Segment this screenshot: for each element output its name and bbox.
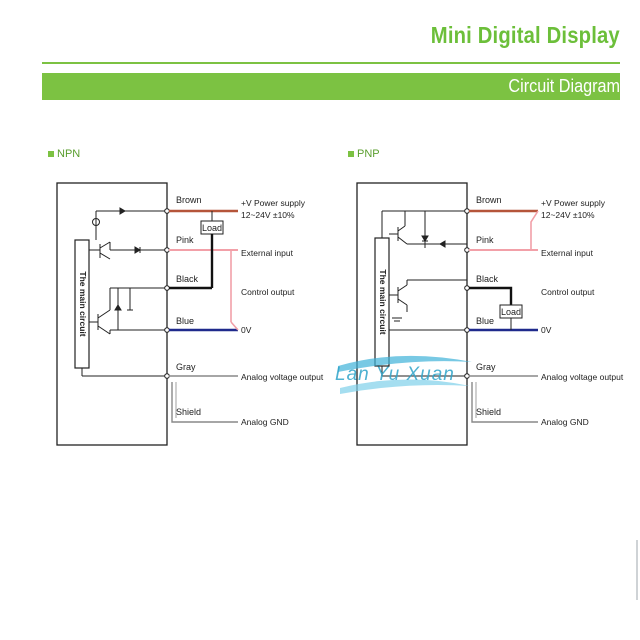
npn-internal-circuit — [81, 207, 167, 377]
npn-terminals — [164, 208, 170, 379]
npn-out-power: +V Power supply — [241, 198, 306, 208]
pnp-black-wire — [469, 286, 513, 305]
pnp-out-analog: Analog voltage output — [541, 372, 624, 382]
pnp-wire-blue: Blue — [476, 316, 494, 326]
watermark-text: Lan Yu Xuan — [335, 364, 455, 385]
npn-diagram: The main circuit — [56, 182, 324, 446]
pnp-device-box — [356, 182, 468, 446]
pnp-shield-wire — [471, 382, 538, 423]
pnp-wire-pink: Pink — [476, 235, 494, 245]
npn-out-analog: Analog voltage output — [241, 372, 324, 382]
pnp-label: PNP — [348, 148, 380, 160]
pnp-out-control: Control output — [541, 287, 595, 297]
npn-load-label: Load — [202, 223, 222, 233]
bullet-square-icon — [48, 151, 54, 158]
watermark-logo — [338, 355, 472, 394]
npn-out-gnd: Analog GND — [241, 417, 289, 427]
npn-wire-blue: Blue — [176, 316, 194, 326]
pnp-wire-shield: Shield — [476, 407, 501, 417]
pnp-diagram: The main circuit — [356, 182, 624, 446]
pnp-out-power: +V Power supply — [541, 198, 606, 208]
pnp-wire-gray: Gray — [476, 362, 496, 372]
section-band: Circuit Diagram — [42, 73, 620, 100]
npn-wire-brown: Brown — [176, 195, 202, 205]
pnp-out-0v: 0V — [541, 325, 552, 335]
npn-out-control: Control output — [241, 287, 295, 297]
bullet-square-icon — [348, 151, 354, 158]
pnp-load-label: Load — [501, 307, 521, 317]
section-title: Circuit Diagram — [508, 76, 620, 96]
pnp-wire-black: Black — [476, 274, 499, 284]
title-rule — [42, 62, 620, 64]
npn-wire-gray: Gray — [176, 362, 196, 372]
npn-out-external: External input — [241, 248, 294, 258]
pnp-out-gnd: Analog GND — [541, 417, 589, 427]
npn-label: NPN — [48, 148, 80, 160]
pnp-wire-brown: Brown — [476, 195, 502, 205]
npn-wire-pink: Pink — [176, 235, 194, 245]
pnp-out-external: External input — [541, 248, 594, 258]
pnp-out-voltage: 12~24V ±10% — [541, 210, 595, 220]
pnp-internal-circuit — [381, 210, 467, 377]
pnp-terminals — [464, 208, 470, 379]
npn-out-voltage: 12~24V ±10% — [241, 210, 295, 220]
npn-main-circuit-label: The main circuit — [78, 271, 88, 336]
page-edge — [636, 540, 638, 600]
npn-out-0v: 0V — [241, 325, 252, 335]
pnp-main-circuit-label: The main circuit — [378, 269, 388, 334]
npn-wire-shield: Shield — [176, 407, 201, 417]
page-title: Mini Digital Display — [430, 22, 620, 48]
npn-device-box — [56, 182, 168, 446]
npn-shield-wire — [171, 382, 238, 423]
npn-wire-black: Black — [176, 274, 199, 284]
